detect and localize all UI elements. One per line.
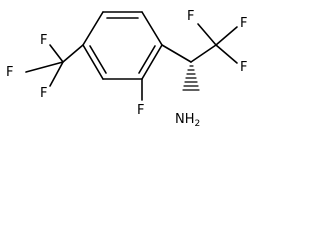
molecule-structure: F F F F F F F NH2 bbox=[6, 9, 247, 129]
ring-bond-bottom-left bbox=[82, 44, 104, 80]
ring-bond-top-left bbox=[82, 11, 104, 46]
trifluoromethyl-left: F F F bbox=[6, 33, 84, 101]
cf3-bond-ring bbox=[62, 44, 84, 63]
side-bond-cf3-f-top bbox=[197, 23, 217, 46]
ring-bond-bottom-right bbox=[141, 44, 163, 80]
ring-bond-top-right bbox=[141, 11, 163, 46]
atom-f-cf3-left: F bbox=[6, 65, 13, 80]
atom-f-side-top: F bbox=[187, 9, 194, 24]
ring-fluorine: F bbox=[137, 78, 144, 118]
side-bond-ring-to-alpha bbox=[161, 44, 192, 63]
benzene-ring bbox=[82, 11, 163, 80]
ring-double-bond-right bbox=[138, 45, 156, 74]
atom-f-side-right-bottom: F bbox=[240, 60, 247, 75]
atom-f-ring: F bbox=[137, 103, 144, 118]
atom-amine: NH2 bbox=[175, 112, 200, 129]
side-bond-cf3-f-right-top bbox=[215, 26, 238, 46]
side-chain: F F F bbox=[161, 9, 247, 75]
atom-f-cf3-bottom: F bbox=[40, 86, 47, 101]
amine-subscript: 2 bbox=[195, 119, 201, 129]
side-bond-alpha-to-cf3 bbox=[190, 44, 217, 63]
ring-double-bond-left bbox=[89, 45, 107, 74]
cf3-bond-f-bottom bbox=[49, 61, 64, 87]
hashed-wedge-bond bbox=[182, 65, 200, 91]
cf3-bond-f-left bbox=[25, 61, 64, 73]
atom-f-cf3-top: F bbox=[40, 33, 47, 48]
side-bond-cf3-f-right-bottom bbox=[215, 44, 238, 64]
amine-base: NH bbox=[175, 112, 195, 127]
cf3-bond-f-top bbox=[49, 44, 64, 63]
atom-f-side-right-top: F bbox=[240, 16, 247, 31]
